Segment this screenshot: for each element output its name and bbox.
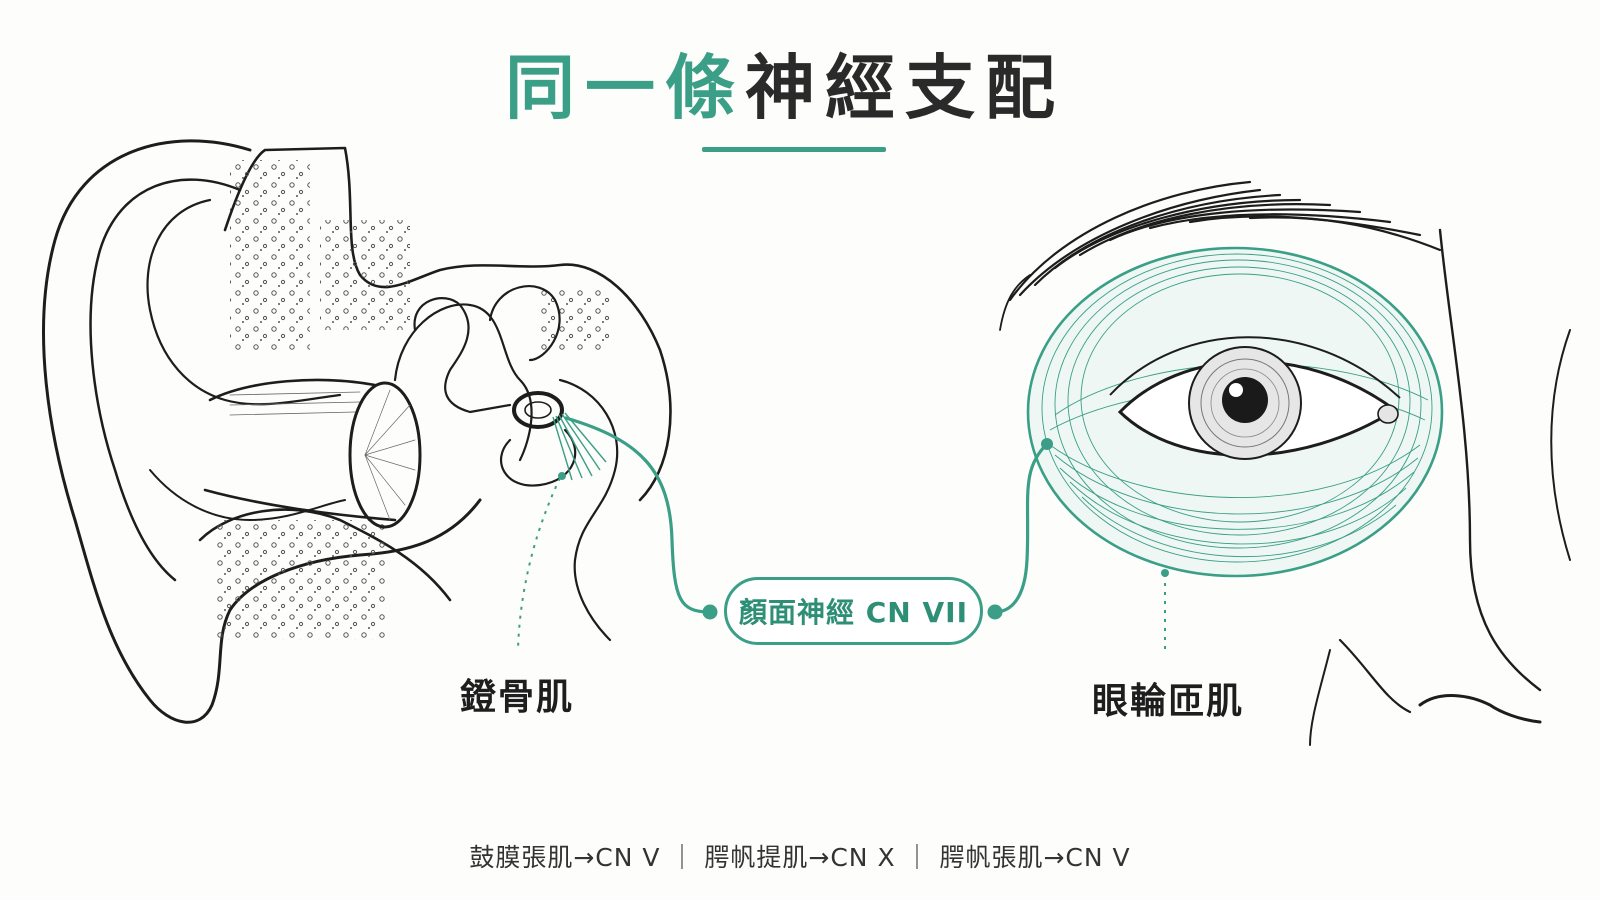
middle-ear-cavity (393, 303, 533, 462)
nerve-node-right (987, 604, 1003, 620)
stapedius-label: 鐙骨肌 (460, 677, 575, 718)
nerve-node-eye (1041, 438, 1053, 450)
eyebrow (1008, 180, 1442, 302)
page-title: 同一條神經支配 (0, 32, 1570, 133)
nerve-label: 顏面神經 CN VII (724, 577, 983, 645)
eardrum (348, 381, 422, 529)
nose-bridge (1438, 228, 1542, 692)
stapedius-muscle (552, 412, 607, 481)
eye (1109, 336, 1401, 460)
inner-ear-wall (558, 378, 619, 642)
ossicle-chain (413, 297, 512, 414)
nose-wing (1338, 638, 1412, 714)
tear-duct (1377, 404, 1399, 424)
bone-dots-upper2 (320, 220, 410, 330)
face-illustration (999, 180, 1571, 746)
title-accent: 同一條 (505, 47, 745, 129)
stapes-footplate (512, 391, 564, 429)
pinna-inner-rim (89, 178, 242, 582)
pupil (1222, 377, 1268, 423)
orbicularis-label: 眼輪匝肌 (1092, 681, 1245, 722)
title-rest: 神經支配 (745, 47, 1065, 129)
temporal-bone-upper (223, 146, 672, 502)
upper-lid-crease (1109, 336, 1401, 399)
ear-canal-upper (208, 378, 377, 402)
bone-dots-right (540, 290, 610, 350)
temporal-bone-lower (198, 508, 452, 602)
bone-dots-lower (215, 520, 385, 640)
title-underline (702, 147, 886, 152)
face-edge (1550, 329, 1571, 561)
facial-nerve-path (564, 416, 1049, 614)
eye-highlight (1229, 383, 1243, 397)
cochlea-outline (499, 428, 577, 487)
cheek-line (1309, 649, 1331, 746)
nerve-label-text: 顏面神經 CN VII (739, 596, 968, 629)
semicircular-canal (488, 285, 561, 362)
temple-line (999, 274, 1031, 331)
ear-illustration (42, 139, 672, 724)
ear-canal-lower (203, 488, 397, 522)
nerve-node-left (702, 604, 718, 620)
bone-dots-upper (230, 160, 310, 350)
nostril (1418, 694, 1542, 724)
label-leaders (517, 477, 1166, 652)
footnote: 鼓膜張肌→CN V ｜ 腭帆提肌→CN X ｜ 腭帆張肌→CN V (469, 843, 1131, 872)
eardrum-rays (364, 389, 416, 521)
ear-canal-shading (229, 391, 361, 416)
